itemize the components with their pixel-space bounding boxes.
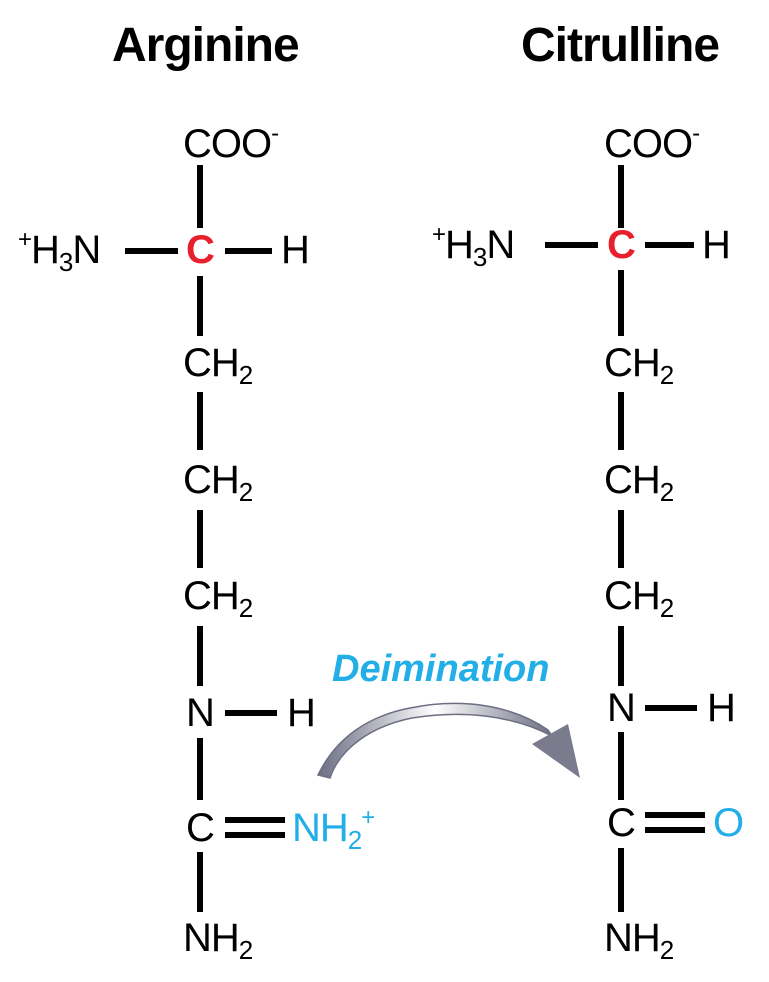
deimination-label: Deimination [332,648,550,690]
citrulline-amine-h: H [445,223,474,267]
citrulline-ch2-2: CH2 [604,458,674,505]
citrulline-amine-sub: 3 [472,242,488,272]
citrulline-alpha-h: H [702,223,731,267]
arginine-carboxylate-base: COO [183,122,272,166]
arginine-ch2-2-sub: 2 [238,477,254,507]
citrulline-ch2-1-sub: 2 [659,360,675,390]
arginine-ch2-1: CH2 [183,341,253,388]
arginine-amine-h: H [31,228,60,272]
citrulline-bonds [545,165,705,912]
arginine-nitrogen: N [186,691,215,735]
arginine-amine-charge: + [18,226,32,253]
arginine-ch2-1-base: CH [183,341,240,385]
arginine-terminal-nh2: NH2 [183,916,253,963]
arginine-carboxylate-charge: - [271,120,279,147]
citrulline-amine-n: N [486,223,515,267]
citrulline-terminal-base: NH [604,916,661,960]
arrow-head [532,724,580,778]
arginine-bonds [125,165,285,912]
arginine-carboxylate: COO- [183,122,279,166]
citrulline-ch2-2-sub: 2 [659,477,675,507]
arginine-ch2-2-base: CH [183,458,240,502]
arginine-ch2-3: CH2 [183,574,253,621]
title-arginine: Arginine [112,19,300,72]
citrulline-ch2-3-base: CH [604,574,661,618]
citrulline-carboxylate: COO- [604,122,700,166]
arginine-double-group: NH2+ [292,806,375,854]
citrulline-terminal-nh2: NH2 [604,916,674,963]
arginine-terminal-sub: 2 [238,935,254,965]
title-citrulline: Citrulline [521,19,720,72]
citrulline-ch2-3: CH2 [604,574,674,621]
arginine-carbon: C [186,806,215,850]
arginine-double-group-base: NH [292,806,349,850]
arginine-ch2-1-sub: 2 [238,360,254,390]
citrulline-nitrogen: N [607,686,636,730]
arginine-double-group-charge: + [361,804,375,831]
citrulline-n-h: H [707,686,736,730]
arginine-ch2-3-base: CH [183,574,240,618]
citrulline-carboxylate-base: COO [604,122,693,166]
arginine-amine: +H3N [18,228,101,276]
arginine-amine-n: N [72,228,101,272]
arginine-ch2-3-sub: 2 [238,593,254,623]
citrulline-alpha-carbon: C [607,223,636,267]
arginine-alpha-carbon: C [186,228,215,272]
citrulline-carboxylate-charge: - [692,120,700,147]
citrulline-ch2-1: CH2 [604,341,674,388]
arginine-amine-sub: 3 [58,247,74,277]
arginine-alpha-h: H [281,228,310,272]
citrulline-terminal-sub: 2 [659,935,675,965]
deimination-arrow [316,702,580,779]
citrulline-ch2-3-sub: 2 [659,593,675,623]
citrulline-double-group: O [713,801,744,845]
citrulline-amine: +H3N [432,223,515,271]
citrulline-carbon: C [607,801,636,845]
citrulline-ch2-1-base: CH [604,341,661,385]
arginine-double-group-sub: 2 [347,825,363,855]
arginine-ch2-2: CH2 [183,458,253,505]
arginine-terminal-base: NH [183,916,240,960]
arrow-body [316,702,553,779]
citrulline-amine-charge: + [432,221,446,248]
citrulline-ch2-2-base: CH [604,458,661,502]
arginine-n-h: H [287,691,316,735]
